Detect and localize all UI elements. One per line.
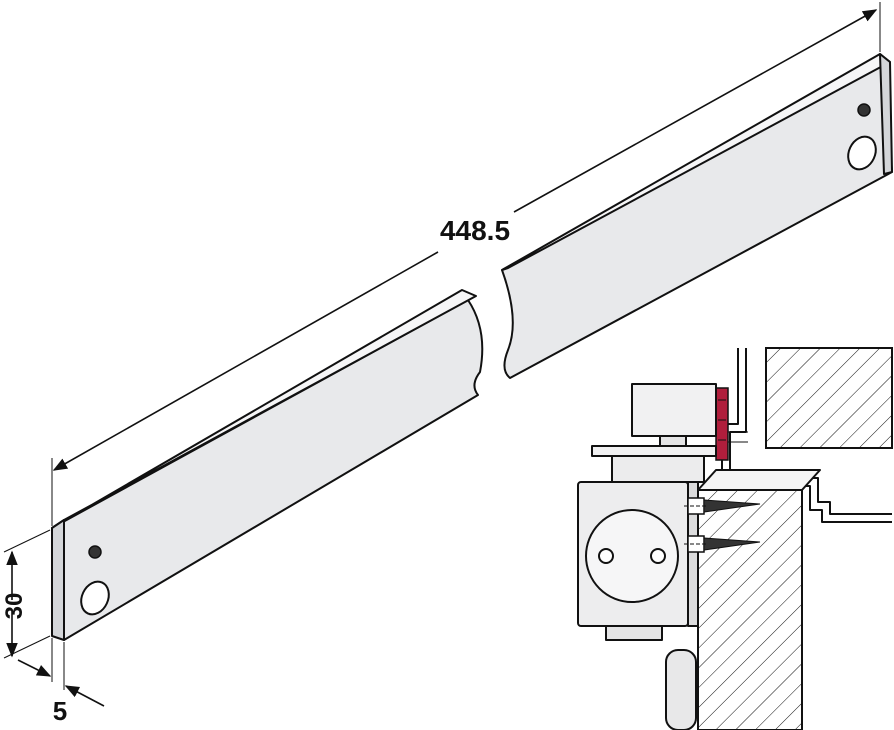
- fixing-screw-lower: [684, 535, 761, 553]
- frame-section: [765, 347, 893, 449]
- arm-head: [631, 383, 717, 437]
- plate-left-front-face: [51, 299, 484, 641]
- length-dimension: 448.5: [51, 2, 881, 526]
- height-dimension: 30: [1, 529, 51, 659]
- door-closer-spindle: [585, 509, 679, 603]
- thickness-dimension-label: 5: [53, 696, 67, 726]
- plate-right-large-hole: [847, 135, 877, 171]
- length-dimension-label: 448.5: [440, 215, 510, 246]
- seal-strip: [715, 387, 729, 461]
- arm-flange: [591, 445, 717, 457]
- length-dimension-line-right: [513, 9, 878, 213]
- height-dimension-label: 30: [1, 593, 28, 620]
- plate-right-small-hole: [857, 103, 871, 117]
- plate-left-small-hole: [88, 545, 102, 559]
- installation-detail: [577, 347, 893, 730]
- plate-segment-right: [501, 53, 893, 379]
- plate-right-end-face: [879, 53, 893, 175]
- door-leaf-section: [697, 489, 803, 730]
- fixing-screw-upper: [684, 497, 761, 515]
- plate-right-front-face: [501, 61, 893, 379]
- length-dimension-line-left: [52, 251, 439, 471]
- thickness-dimension: 5: [17, 638, 105, 726]
- plate-segment-left: [51, 289, 484, 641]
- plate-left-large-hole: [80, 580, 110, 616]
- plate-left-end-face: [51, 519, 65, 641]
